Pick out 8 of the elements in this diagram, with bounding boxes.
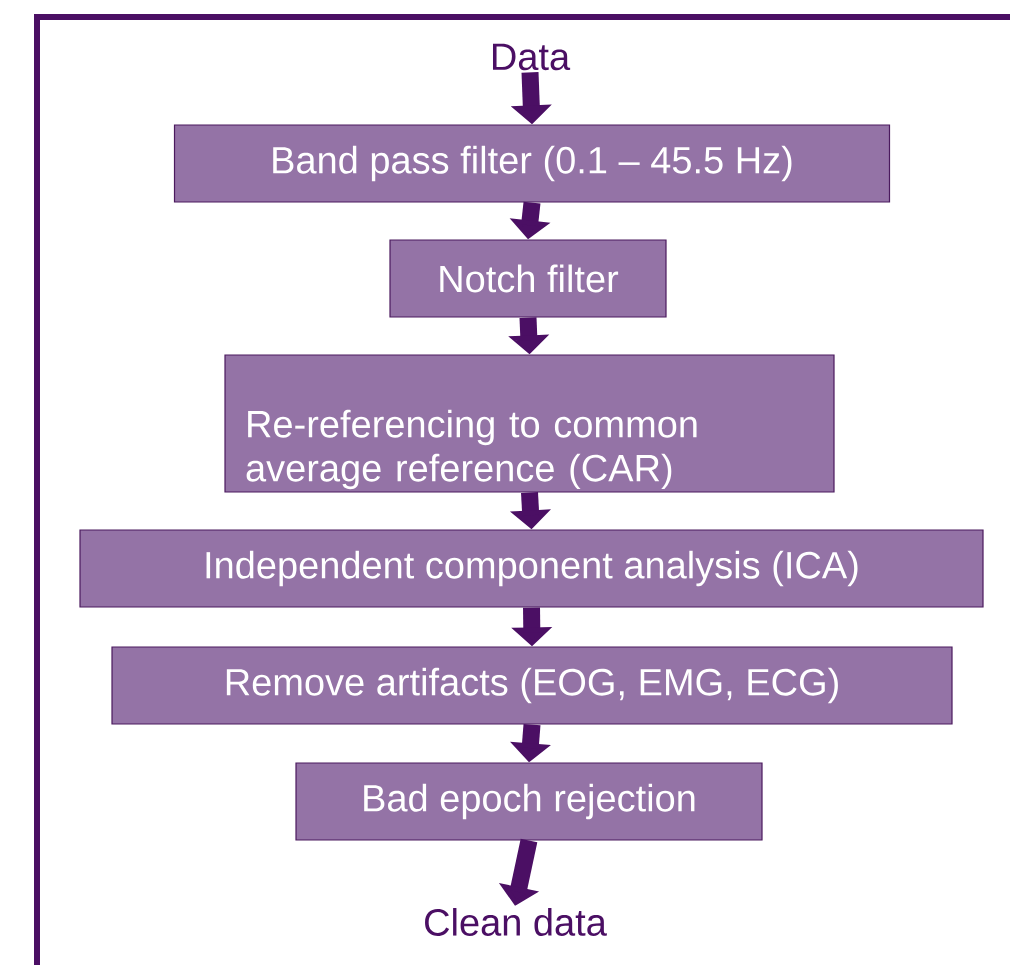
process-box: Re-referencing to common average reference (CAR) <box>224 354 835 493</box>
terminal-label: Clean data <box>425 908 607 936</box>
terminal-label: Data <box>493 43 571 71</box>
process-box: Remove artifacts (EOG, EMG, ECG) <box>111 646 953 725</box>
process-box: Bad epoch rejection <box>295 762 763 841</box>
process-box: Independent component analysis (ICA) <box>79 529 984 608</box>
process-box: Notch filter <box>389 239 667 318</box>
process-box: Band pass filter (0.1 – 45.5 Hz) <box>173 124 891 203</box>
